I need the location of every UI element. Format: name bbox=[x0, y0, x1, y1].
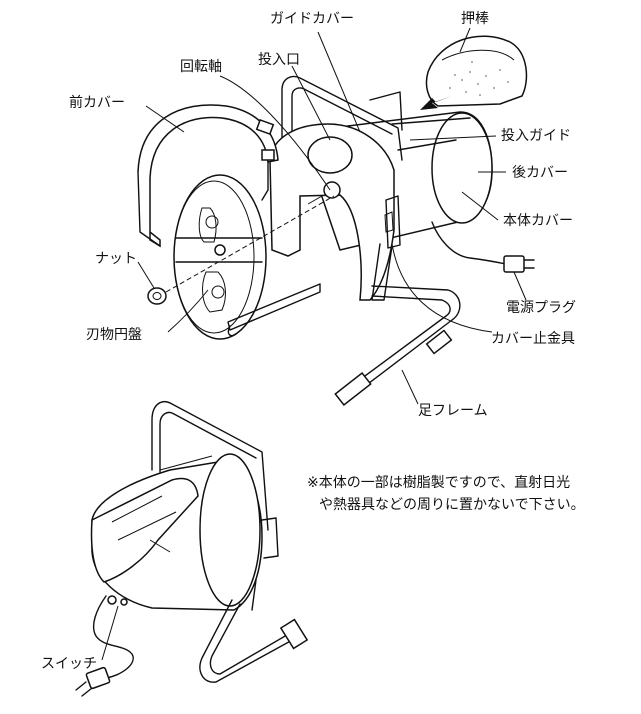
label-rotating-shaft: 回転軸 bbox=[180, 59, 222, 75]
guide-cover-part bbox=[269, 123, 401, 301]
caution-line-2: や熱器具などの周りに置かないで下さい。 bbox=[319, 497, 585, 513]
caution-line-1: ※本体の一部は樹脂製ですので、直射日光 bbox=[307, 475, 571, 491]
label-front-cover: 前カバー bbox=[69, 95, 125, 111]
power-plug-part bbox=[503, 255, 535, 273]
assembled-view bbox=[75, 401, 309, 697]
insert-arrow-icon bbox=[420, 96, 452, 110]
label-guide-cover: ガイドカバー bbox=[270, 11, 354, 27]
label-rear-cover: 後カバー bbox=[512, 165, 568, 181]
caution-note: ※本体の一部は樹脂製ですので、直射日光 や熱器具などの周りに置かないで下さい。 bbox=[307, 472, 585, 516]
power-cord bbox=[431, 221, 507, 265]
nut-part bbox=[147, 287, 167, 305]
label-blade-disc: 刃物円盤 bbox=[86, 327, 142, 343]
push-rod-part bbox=[425, 35, 528, 107]
leader-lines bbox=[137, 27, 527, 405]
label-nut: ナット bbox=[95, 251, 137, 267]
label-body-cover: 本体カバー bbox=[503, 213, 573, 229]
label-foot-frame: 足フレーム bbox=[418, 403, 488, 419]
label-cover-clasp: カバー止金具 bbox=[491, 331, 575, 347]
rotating-shaft-axis bbox=[165, 195, 335, 293]
foot-frame-upper bbox=[227, 243, 461, 407]
guide-frame-handle bbox=[281, 75, 403, 161]
label-power-plug: 電源プラグ bbox=[506, 300, 576, 316]
blade-disc-part bbox=[173, 174, 267, 340]
front-cover-part bbox=[137, 104, 279, 248]
label-inlet-guide: 投入ガイド bbox=[501, 128, 571, 144]
label-inlet: 投入口 bbox=[258, 52, 300, 68]
label-push-rod: 押棒 bbox=[461, 11, 489, 27]
label-switch: スイッチ bbox=[41, 656, 97, 672]
